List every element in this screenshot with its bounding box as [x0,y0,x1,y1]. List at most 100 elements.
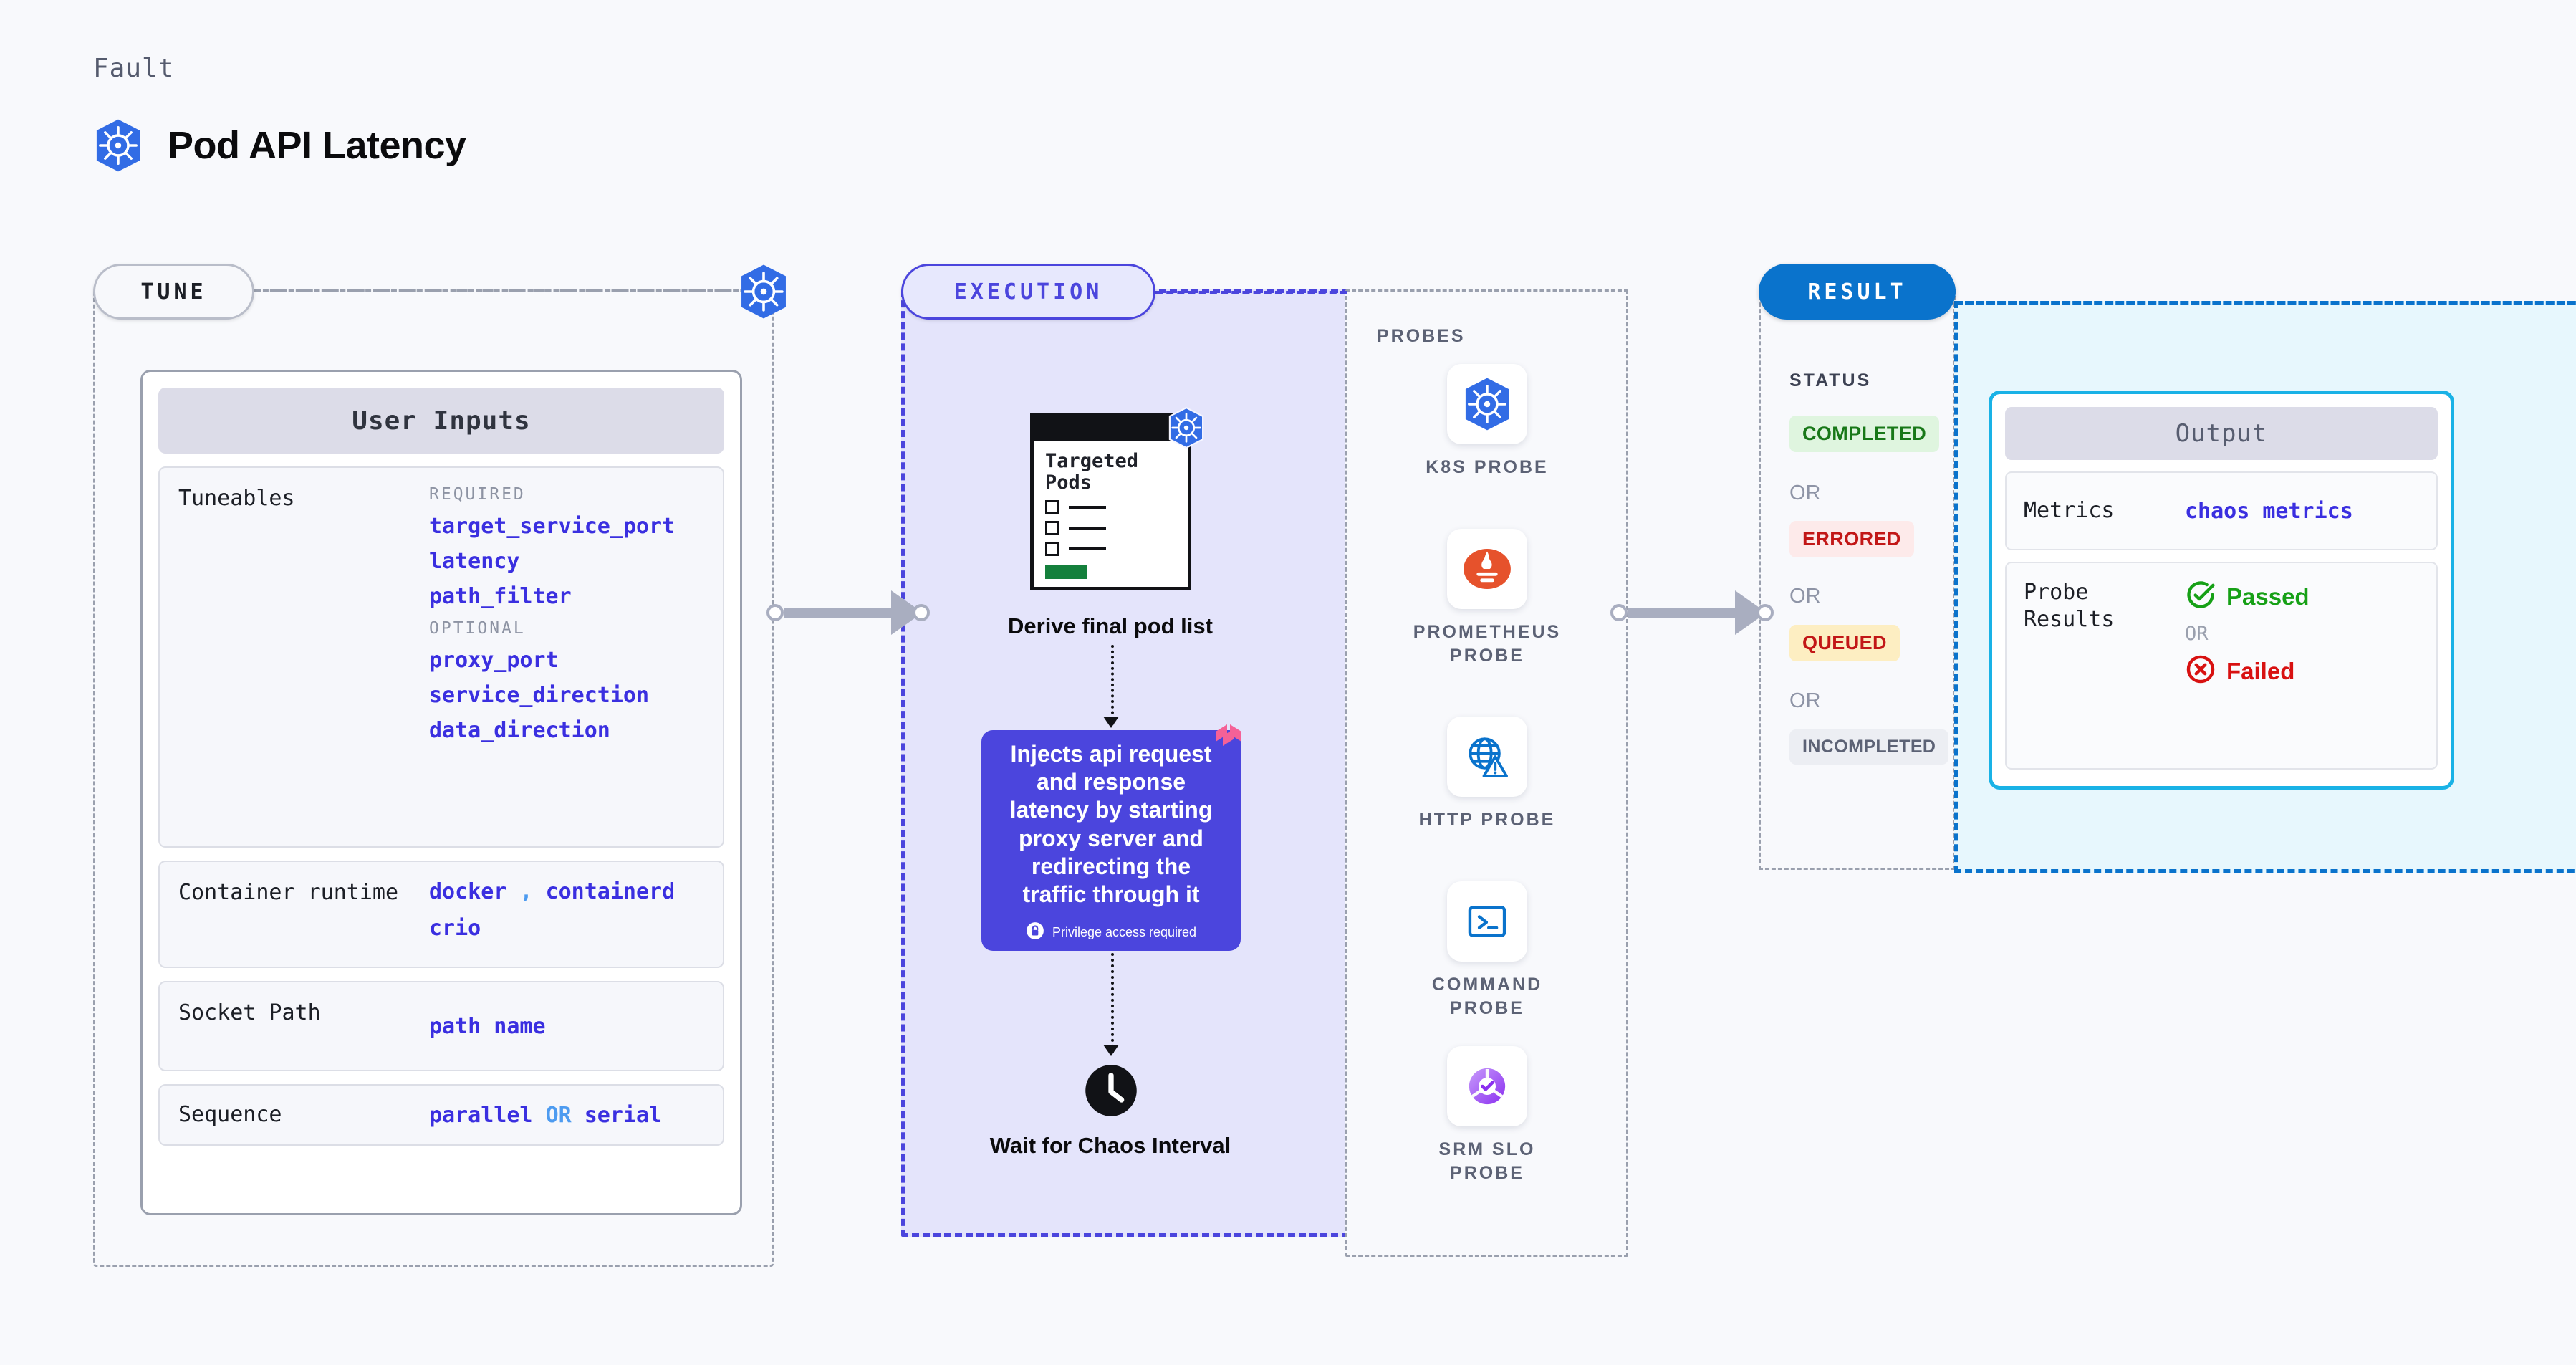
result-lead-line [1956,301,2576,305]
probe-http-label: HTTP PROBE [1418,810,1556,830]
probe-prometheus-label: PROMETHEUS PROBE [1413,622,1562,666]
connector-dot [913,604,930,621]
runtime-containerd: containerd [545,879,676,904]
prometheus-icon [1447,529,1527,609]
sequence-label: Sequence [178,1102,282,1128]
line-placeholder [1069,527,1106,530]
metrics-label: Metrics [2024,498,2115,524]
inject-latency-card: Injects api request and response latency… [981,730,1241,951]
pod-list-item [1045,542,1176,557]
connector-execution-to-result [1610,590,1774,635]
status-badge-errored: ERRORED [1789,521,1914,557]
connector-dot [1756,604,1774,621]
tuneable-target-service-port[interactable]: target_service_port [429,514,676,539]
stage-pill-execution[interactable]: EXECUTION [901,264,1155,320]
probe-results-or: OR [2185,623,2209,645]
page-title-row: Pod API Latency [93,118,466,173]
pods-card-titlebar [1034,416,1188,441]
probe-srm-slo[interactable]: SRM SLO PROBE [1416,1046,1559,1184]
x-circle-icon [2185,653,2216,689]
flow-connector [1111,953,1114,1053]
kubernetes-icon [93,118,143,173]
flow-connector [1111,645,1114,725]
probe-k8s[interactable]: K8S PROBE [1416,364,1559,479]
status-badge-queued: QUEUED [1789,625,1900,661]
probe-srm-slo-label: SRM SLO PROBE [1438,1139,1536,1183]
pod-list-item [1045,521,1176,536]
probe-result-passed: Passed [2185,579,2310,614]
probe-results-label: Probe Results [2024,580,2115,632]
container-runtime-row: Container runtime docker , containerd cr… [158,861,724,968]
runtime-docker: docker [429,879,507,904]
status-badge-incompleted: INCOMPLETED [1789,729,1949,765]
status-or-1: OR [1789,482,1821,504]
checkbox-icon [1045,521,1059,536]
output-card: Output Metrics chaos metrics Probe Resul… [1989,391,2454,790]
targeted-pods-title: Targeted Pods [1045,450,1139,494]
connector-shaft [784,608,891,618]
user-inputs-title: User Inputs [158,388,724,454]
probe-http[interactable]: HTTP PROBE [1416,717,1559,832]
stage-pill-result[interactable]: RESULT [1759,264,1956,320]
tuneables-label: Tuneables [178,486,295,511]
line-placeholder [1069,506,1106,509]
failed-label: Failed [2226,657,2295,684]
clock-icon [1083,1063,1139,1122]
optional-group-title: OPTIONAL [429,619,526,638]
tuneables-row: Tuneables REQUIRED target_service_port l… [158,466,724,848]
privilege-note: Privilege access required [1026,921,1196,944]
fault-eyebrow: Fault [93,54,175,83]
tune-lead-line [254,289,756,292]
inject-description: Injects api request and response latency… [1009,741,1213,907]
tuneable-service-direction[interactable]: service_direction [429,683,650,708]
checkbox-icon [1045,542,1059,557]
metrics-row: Metrics chaos metrics [2005,471,2438,550]
metrics-value: chaos metrics [2185,498,2353,524]
terminal-icon [1447,881,1527,962]
probe-command[interactable]: COMMAND PROBE [1416,881,1559,1020]
slo-gauge-icon [1447,1046,1527,1126]
execution-lead-line [1155,291,1347,294]
runtime-crio: crio [429,916,481,941]
connector-dot [1610,604,1628,621]
socket-path-label: Socket Path [178,1000,321,1025]
probe-prometheus[interactable]: PROMETHEUS PROBE [1413,529,1562,667]
connector-tune-to-execution [766,590,930,635]
tuneable-path-filter[interactable]: path_filter [429,584,572,609]
harness-logo-icon [1213,720,1247,758]
stage-pill-tune[interactable]: TUNE [93,264,254,320]
tuneable-proxy-port[interactable]: proxy_port [429,648,559,673]
flow-arrow-icon [1103,717,1119,728]
socket-path-row: Socket Path path name [158,981,724,1071]
runtime-separator: , [519,879,533,904]
line-placeholder [1069,547,1106,551]
probe-k8s-label: K8S PROBE [1426,457,1549,477]
probes-title: PROBES [1377,326,1466,346]
output-title: Output [2005,407,2438,460]
sequence-or: OR [545,1102,572,1128]
tuneable-latency[interactable]: latency [429,549,520,574]
container-runtime-label: Container runtime [178,880,399,905]
check-circle-icon [2185,579,2216,614]
sequence-parallel: parallel [429,1102,533,1128]
green-status-bar [1045,565,1087,580]
lock-icon [1026,921,1044,944]
status-or-3: OR [1789,689,1821,712]
kubernetes-icon [1447,364,1527,444]
probe-results-row: Probe Results Passed OR [2005,562,2438,770]
pod-list-item [1045,500,1176,515]
probe-result-failed: Failed [2185,653,2310,689]
sequence-row: Sequence parallel OR serial [158,1084,724,1146]
connector-dot [766,604,784,621]
socket-path-value: path name [429,1013,546,1039]
globe-warning-icon [1447,717,1527,797]
required-group-title: REQUIRED [429,485,526,504]
flow-arrow-icon [1103,1045,1119,1056]
status-title: STATUS [1789,370,1872,391]
tuneable-data-direction[interactable]: data_direction [429,718,610,743]
passed-label: Passed [2226,583,2310,610]
status-badge-completed: COMPLETED [1789,416,1940,452]
kubernetes-icon [738,264,789,323]
targeted-pods-card: Targeted Pods [1030,413,1191,590]
